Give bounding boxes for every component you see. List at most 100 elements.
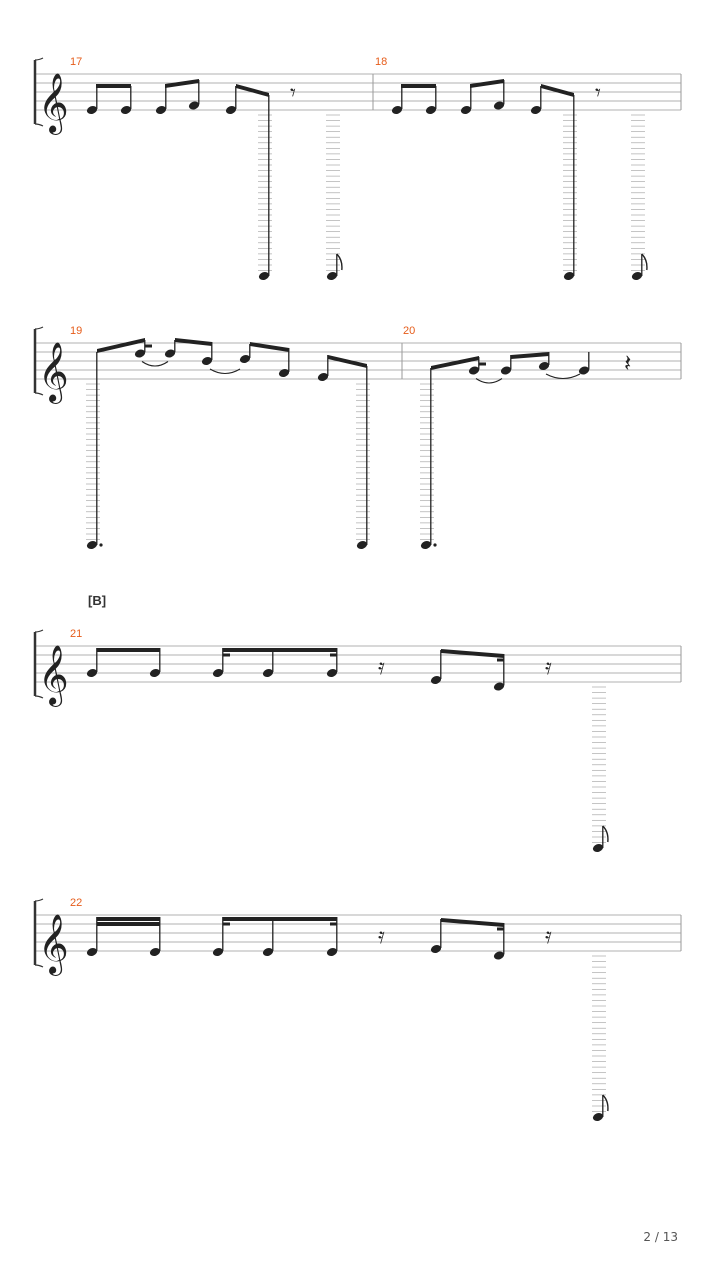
measure-20: 20 𝄽 — [403, 325, 631, 549]
notehead — [420, 541, 432, 549]
measure-number: 17 — [70, 56, 82, 68]
notehead — [592, 844, 604, 852]
notehead — [86, 106, 98, 114]
eighth-rest: 𝄾 — [595, 81, 601, 106]
augmentation-dot — [433, 543, 437, 547]
beam — [431, 356, 479, 370]
beam — [97, 648, 160, 652]
notehead — [578, 366, 590, 375]
measure-number: 20 — [403, 325, 415, 337]
notehead — [430, 676, 442, 684]
flag — [602, 1094, 609, 1112]
notehead — [212, 948, 224, 956]
treble-clef: 𝄞 — [38, 914, 69, 976]
flag — [641, 253, 648, 271]
bracket-hook — [34, 57, 44, 127]
notehead — [538, 362, 550, 370]
notehead — [356, 541, 368, 549]
notehead — [493, 682, 505, 691]
augmentation-dot — [99, 543, 103, 547]
beam — [441, 649, 504, 658]
page-number: 2 / 13 — [643, 1230, 678, 1244]
quarter-rest: 𝄽 — [624, 349, 631, 377]
beam — [236, 84, 269, 97]
sixteenth-rest: 𝄿 — [378, 655, 385, 680]
notehead — [493, 101, 505, 110]
notehead — [134, 349, 146, 358]
flag — [602, 825, 609, 843]
measure-19: 19 — [70, 325, 370, 549]
beam — [401, 84, 436, 88]
beam — [165, 79, 199, 88]
measure-22: 22 𝄿 𝄿 — [70, 897, 609, 1121]
beam — [441, 918, 504, 927]
notehead — [530, 106, 542, 114]
notehead — [278, 369, 290, 377]
notehead — [258, 272, 270, 280]
beam — [328, 355, 367, 368]
notehead — [225, 106, 237, 114]
measure-number: 21 — [70, 628, 82, 640]
notehead — [317, 373, 329, 381]
treble-clef: 𝄞 — [38, 73, 69, 135]
notehead — [201, 357, 213, 365]
tie — [209, 368, 241, 375]
notehead — [468, 366, 480, 375]
notehead — [326, 272, 338, 280]
notehead — [493, 951, 505, 960]
measure-18: 18 𝄾 — [375, 56, 648, 280]
beam — [541, 84, 574, 97]
treble-clef: 𝄞 — [38, 645, 69, 707]
notehead — [563, 272, 575, 280]
notehead — [188, 101, 200, 110]
system-3: 𝄞21 𝄿 𝄿 — [33, 628, 682, 852]
system-1: 𝄞17 𝄾 18 𝄾 — [33, 56, 682, 280]
notehead — [155, 106, 167, 114]
notehead — [631, 272, 643, 280]
measure-17: 17 𝄾 — [70, 56, 343, 280]
notehead — [460, 106, 472, 114]
beam — [96, 84, 131, 88]
measure-21: 21 𝄿 𝄿 — [70, 628, 609, 852]
notehead — [425, 106, 437, 114]
sixteenth-rest: 𝄿 — [545, 655, 552, 680]
notehead — [164, 349, 176, 358]
section-marker: [B] — [88, 593, 106, 608]
notehead — [262, 669, 274, 677]
notehead — [592, 1113, 604, 1121]
flag — [336, 253, 343, 271]
notehead — [86, 669, 98, 677]
notehead — [391, 106, 403, 114]
notehead — [86, 541, 98, 549]
beam — [470, 79, 504, 88]
bracket-hook — [34, 326, 44, 396]
notehead — [239, 355, 251, 363]
measure-number: 22 — [70, 897, 82, 909]
sixteenth-rest: 𝄿 — [545, 924, 552, 949]
notehead — [212, 669, 224, 677]
sixteenth-rest: 𝄿 — [378, 924, 385, 949]
beam — [223, 648, 337, 652]
beam — [97, 917, 160, 921]
system-4: 𝄞22 𝄿 𝄿 — [33, 897, 682, 1121]
tie — [475, 378, 503, 384]
beam — [97, 338, 145, 353]
notehead — [326, 669, 338, 677]
eighth-rest: 𝄾 — [290, 81, 296, 106]
measure-number: 19 — [70, 325, 82, 337]
notehead — [149, 669, 161, 677]
notehead — [86, 948, 98, 956]
beam — [223, 917, 337, 921]
measure-number: 18 — [375, 56, 387, 68]
notehead — [500, 366, 512, 375]
beam — [97, 922, 160, 926]
notehead — [430, 945, 442, 953]
tie — [141, 361, 169, 367]
notehead — [149, 948, 161, 956]
beam — [511, 352, 549, 359]
tie — [545, 373, 581, 380]
beam — [175, 338, 212, 346]
